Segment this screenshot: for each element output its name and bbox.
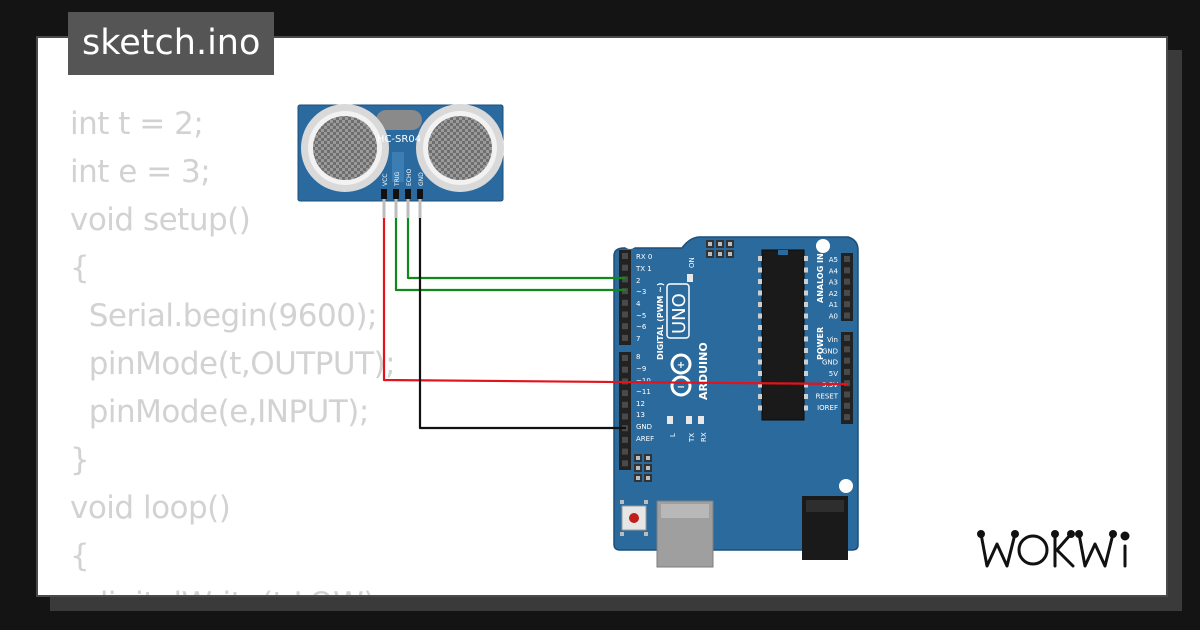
analog-pin-label: A2 [829,290,838,298]
code-line: void loop() [70,490,231,526]
digital-pin-label: RX 0 [636,253,652,261]
power-header [841,332,853,424]
digital-pin-label: GND [636,423,652,431]
board-brand-label: ARDUINO [697,342,710,400]
power-pin-label: GND [822,347,838,355]
power-pin-label: RESET [816,393,839,401]
sensor-model-label: HC-SR04 [377,134,421,145]
icsp-header-top [706,240,734,258]
wire-echo-d3[interactable] [406,218,626,280]
transducer-left [301,104,389,192]
analog-pin-label: A3 [829,279,838,287]
code-line: void setup() [70,202,251,238]
digital-pin-label: 8 [636,353,640,361]
code-line: pinMode(t,OUTPUT); [70,346,396,382]
digital-pin-label: ~6 [636,323,647,331]
icsp-header-bottom [634,454,652,482]
wires [382,218,849,430]
svg-text:+: + [677,360,685,371]
ultrasonic-sensor[interactable]: HC-SR04 VCC TRIG ECHO GND [297,104,504,218]
power-jack [802,496,848,560]
power-pin-label: IOREF [817,404,838,412]
code-line: { [70,250,90,286]
digital-pin-label: 13 [636,411,645,419]
wire-gnd-gnd[interactable] [418,218,626,430]
digital-pin-label: ~11 [636,388,651,396]
digital-pin-label: 12 [636,400,645,408]
preview-card: int t = 2; int e = 3; void setup() { Serial… [36,36,1168,597]
sensor-pin-vcc[interactable] [381,189,387,199]
on-led [687,274,693,282]
board-model-label: UNO [669,293,690,334]
code-line: int e = 3; [70,154,211,190]
crystal-oscillator [376,110,422,130]
power-header-title: POWER [816,327,825,360]
power-pin-label: GND [822,359,838,367]
digital-pin-label: ~9 [636,365,646,373]
code-line: { [70,538,90,574]
digital-pin-label: ~3 [636,288,646,296]
arduino-logo: + − ARDUINO [670,342,710,400]
power-pin-label: 3.3V [822,381,838,389]
wire-trig-d2[interactable] [394,218,626,292]
sensor-pin-label: TRIG [394,171,401,187]
analog-header-title: ANALOG IN [816,253,825,303]
reset-button[interactable] [620,500,648,536]
digital-pin-label: AREF [636,435,654,443]
wokwi-logo [977,530,1130,568]
on-led-label: ON [688,257,696,268]
rx-led [698,416,704,424]
analog-pin-label: A0 [829,313,838,321]
digital-pin-label: ~10 [636,377,651,385]
digital-header-title: DIGITAL (PWM ~) [656,282,665,360]
sensor-pin-trig[interactable] [393,189,399,199]
sensor-pin-label: VCC [382,174,389,186]
rx-led-label: RX [700,432,708,442]
sensor-pin-label: GND [418,172,425,186]
digital-pin-label: 7 [636,335,640,343]
code-line: pinMode(e,INPUT); [70,394,370,430]
power-pin-label: 5V [829,370,838,378]
analog-pin-label: A1 [829,301,838,309]
uno-label-box: UNO [666,283,690,339]
atmega-chip [761,249,805,421]
code-listing: int t = 2; int e = 3; void setup() { Serial… [70,100,396,595]
analog-pin-label: A4 [829,267,839,275]
transducer-right [416,104,504,192]
power-pin-label: Vin [827,336,838,344]
analog-pin-label: A5 [829,256,838,264]
sensor-pin-gnd[interactable] [417,189,423,199]
tx-led [686,416,692,424]
sensor-pin-label: ECHO [406,169,413,186]
svg-text:−: − [677,382,685,393]
code-line: } [70,442,90,478]
code-line: int t = 2; [70,106,204,142]
digital-pin-label: 2 [636,277,640,285]
digital-pin-label: TX 1 [635,265,652,273]
digital-pin-label: 4 [636,300,641,308]
analog-header [841,253,853,321]
sketch-filename: sketch.ino [68,12,275,75]
sensor-pin-echo[interactable] [405,189,411,199]
code-line: digitalWrite(t,LOW); [70,580,395,595]
wire-vcc-5v[interactable] [382,218,849,386]
digital-pin-label: ~5 [636,312,646,320]
code-line: Serial.begin(9600); [70,298,378,334]
l-led-label: L [669,433,677,437]
digital-header [619,250,631,345]
l-led [667,416,673,424]
tx-led-label: TX [688,433,696,443]
